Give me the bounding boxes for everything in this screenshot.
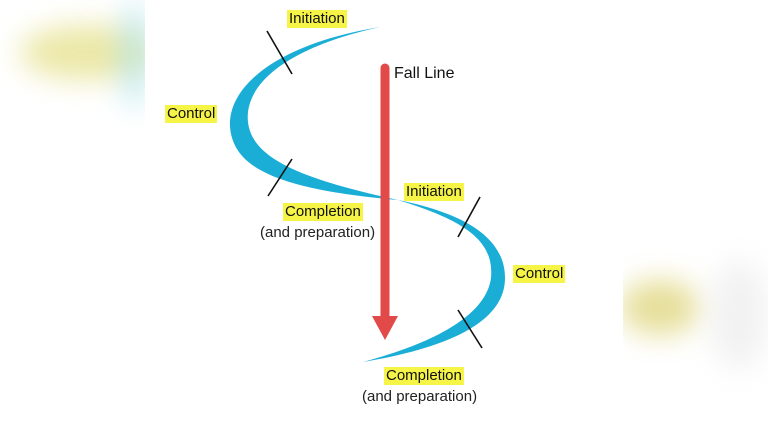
label-completion-note-1: (and preparation) — [260, 224, 376, 241]
fall-line-arrow-head — [372, 316, 398, 340]
boundary-tick-initiation-2 — [457, 196, 481, 238]
label-fall-line: Fall Line — [394, 65, 455, 82]
label-initiation-1: Initiation — [287, 10, 347, 28]
label-completion-1: Completion — [283, 203, 363, 221]
boundary-tick-initiation-1 — [266, 30, 293, 75]
boundary-tick-completion-2 — [457, 309, 483, 349]
label-completion-2: Completion — [384, 367, 464, 385]
label-initiation-2: Initiation — [404, 183, 464, 201]
blurred-background-right — [620, 280, 700, 335]
boundary-tick-completion-1 — [267, 158, 293, 197]
blurred-background-right-accent — [710, 260, 768, 370]
lower-turn-shape — [363, 200, 505, 362]
upper-turn-shape — [229, 27, 398, 200]
label-control-2: Control — [513, 265, 566, 283]
label-completion-note-2: (and preparation) — [362, 388, 478, 405]
label-control-1: Control — [165, 105, 218, 123]
